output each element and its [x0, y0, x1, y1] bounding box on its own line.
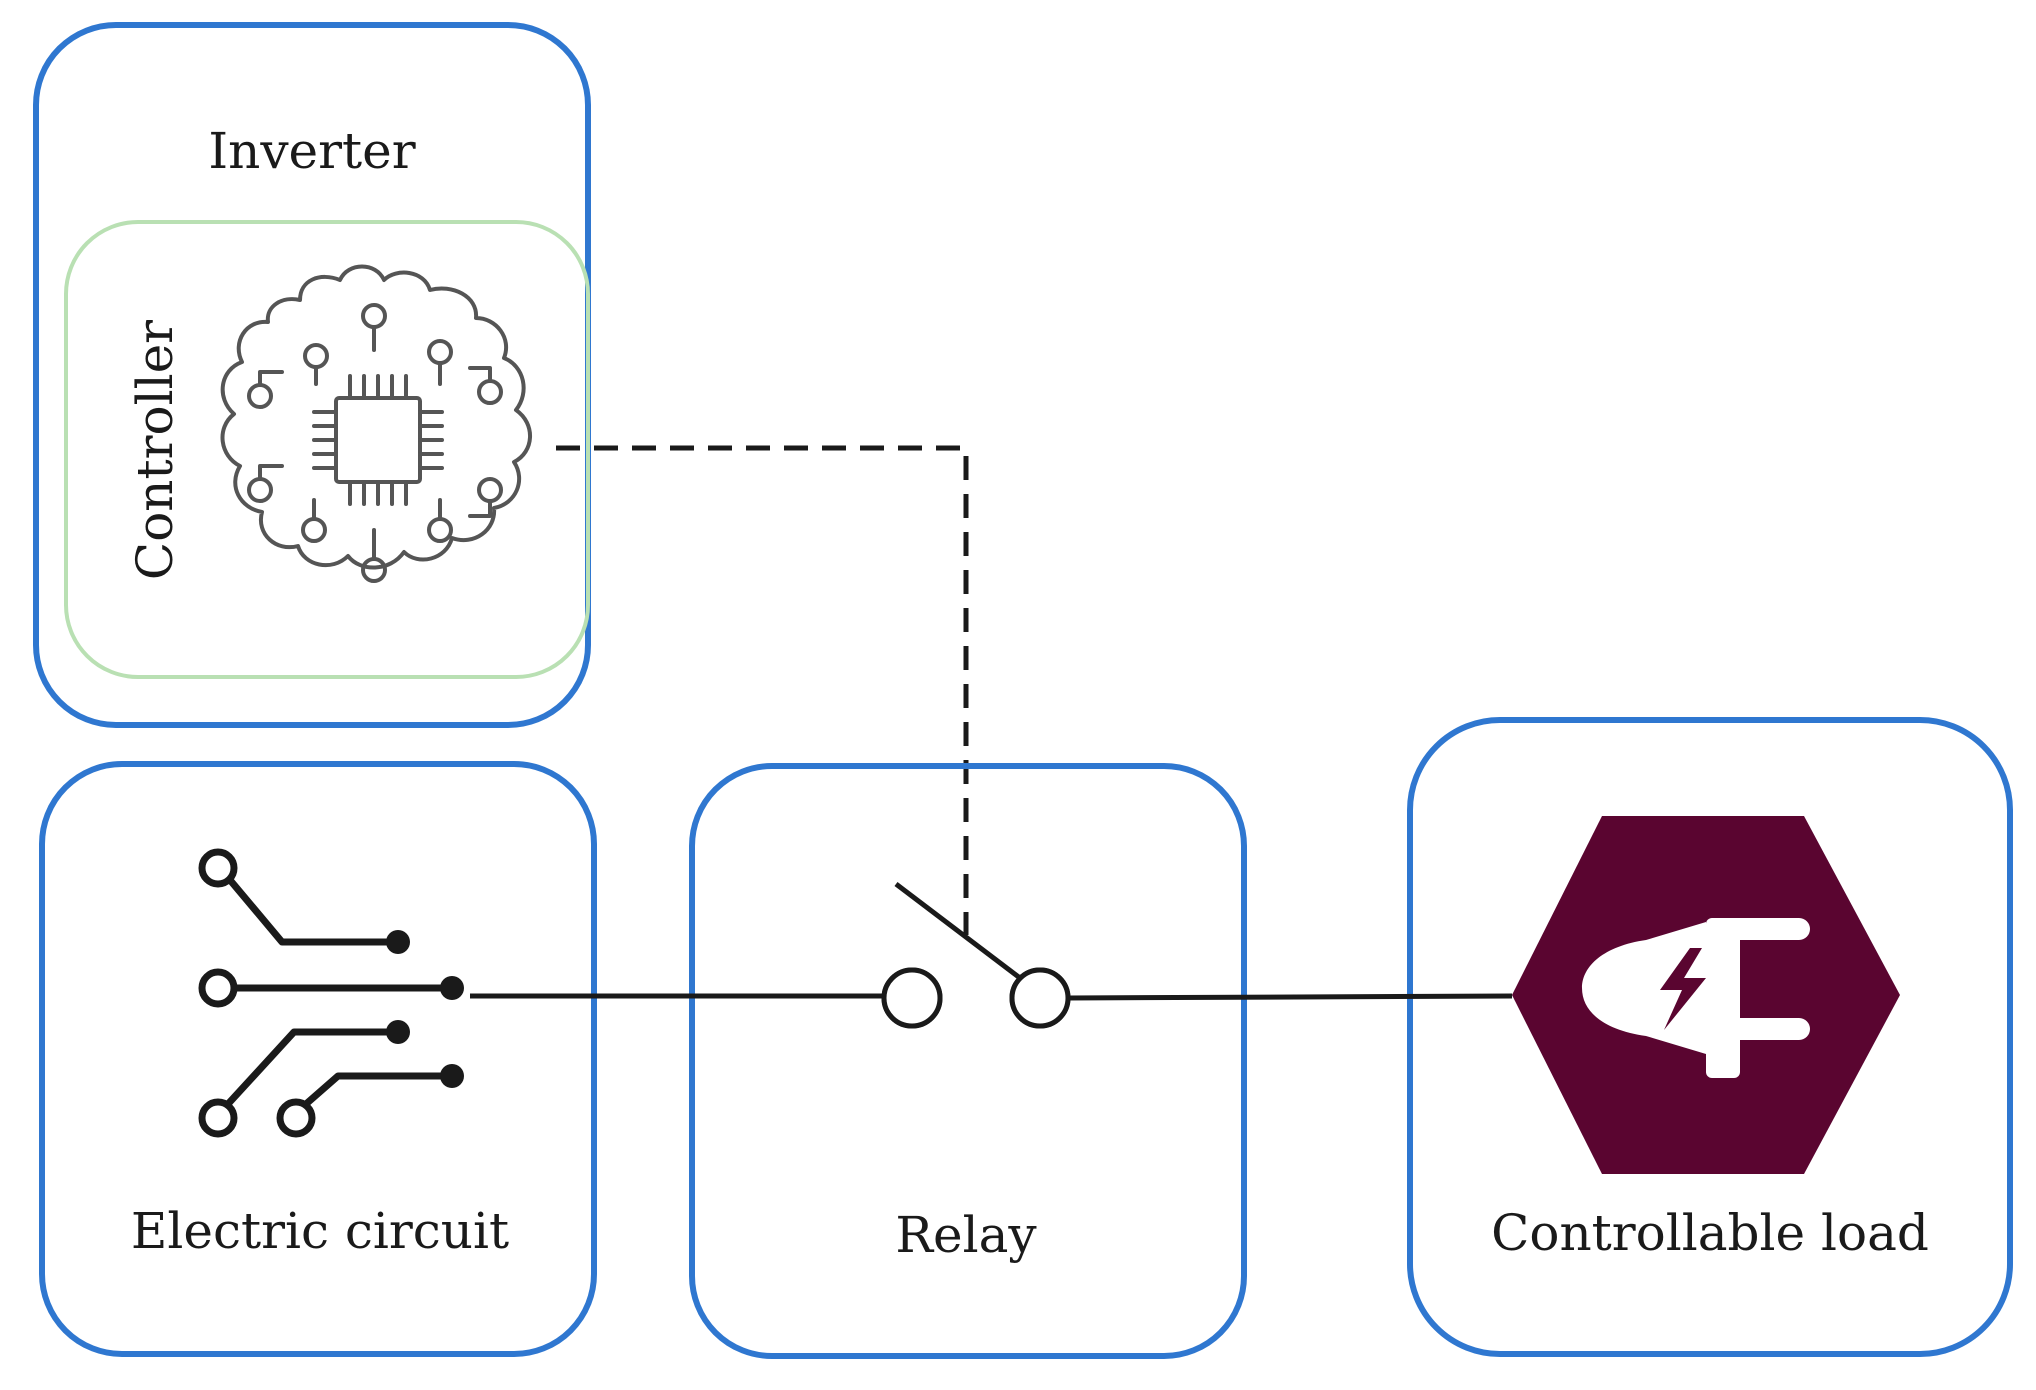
controller-node: Controller [64, 220, 590, 679]
brain-chip-icon [220, 264, 532, 583]
relay-to-load-line [1067, 993, 1513, 1001]
electric-circuit-label: Electric circuit [131, 1202, 509, 1260]
controller-box [64, 220, 590, 679]
controllable-load-node: Controllable load [1407, 717, 2013, 1357]
inverter-label: Inverter [208, 122, 415, 180]
controllable-load-box [1407, 717, 2013, 1357]
relay-terminals [881, 967, 1071, 1029]
controller-label: Controller [126, 320, 184, 580]
circuit-traces-icon [198, 848, 464, 1138]
inverter-node: Inverter Controller [33, 22, 591, 728]
controllable-load-label: Controllable load [1491, 1204, 1929, 1262]
electric-circuit-box [39, 761, 597, 1357]
relay-label: Relay [895, 1206, 1037, 1264]
plug-hexagon-icon [1512, 816, 1900, 1174]
control-signal-dashed-line [556, 445, 969, 935]
electric-circuit-node: Electric circuit [39, 761, 597, 1357]
relay-box [689, 763, 1247, 1359]
